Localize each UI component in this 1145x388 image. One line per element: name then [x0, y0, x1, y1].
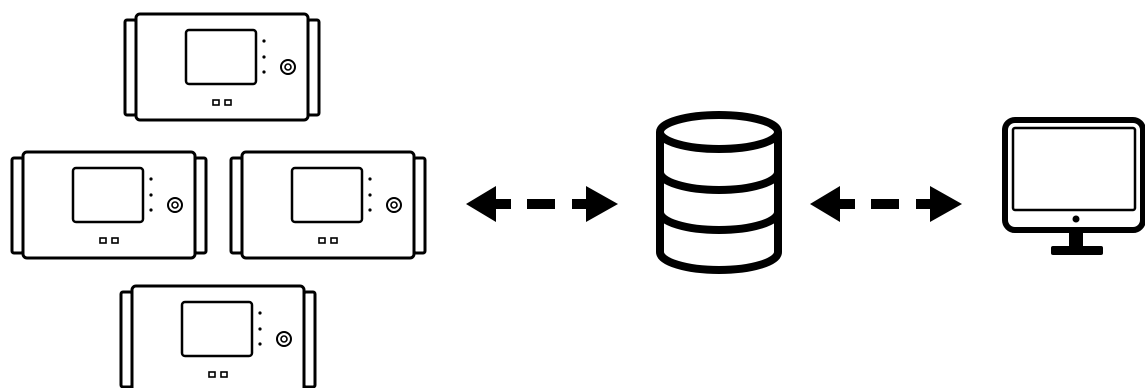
data-logger-icon	[10, 150, 208, 260]
monitor-icon	[1002, 117, 1145, 255]
bidirectional-arrow-icon	[810, 186, 962, 222]
data-logger-icon	[123, 12, 321, 122]
database-icon	[656, 111, 782, 274]
data-logger-icon	[119, 284, 317, 388]
bidirectional-arrow-icon	[466, 186, 618, 222]
data-logger-icon	[229, 150, 427, 260]
